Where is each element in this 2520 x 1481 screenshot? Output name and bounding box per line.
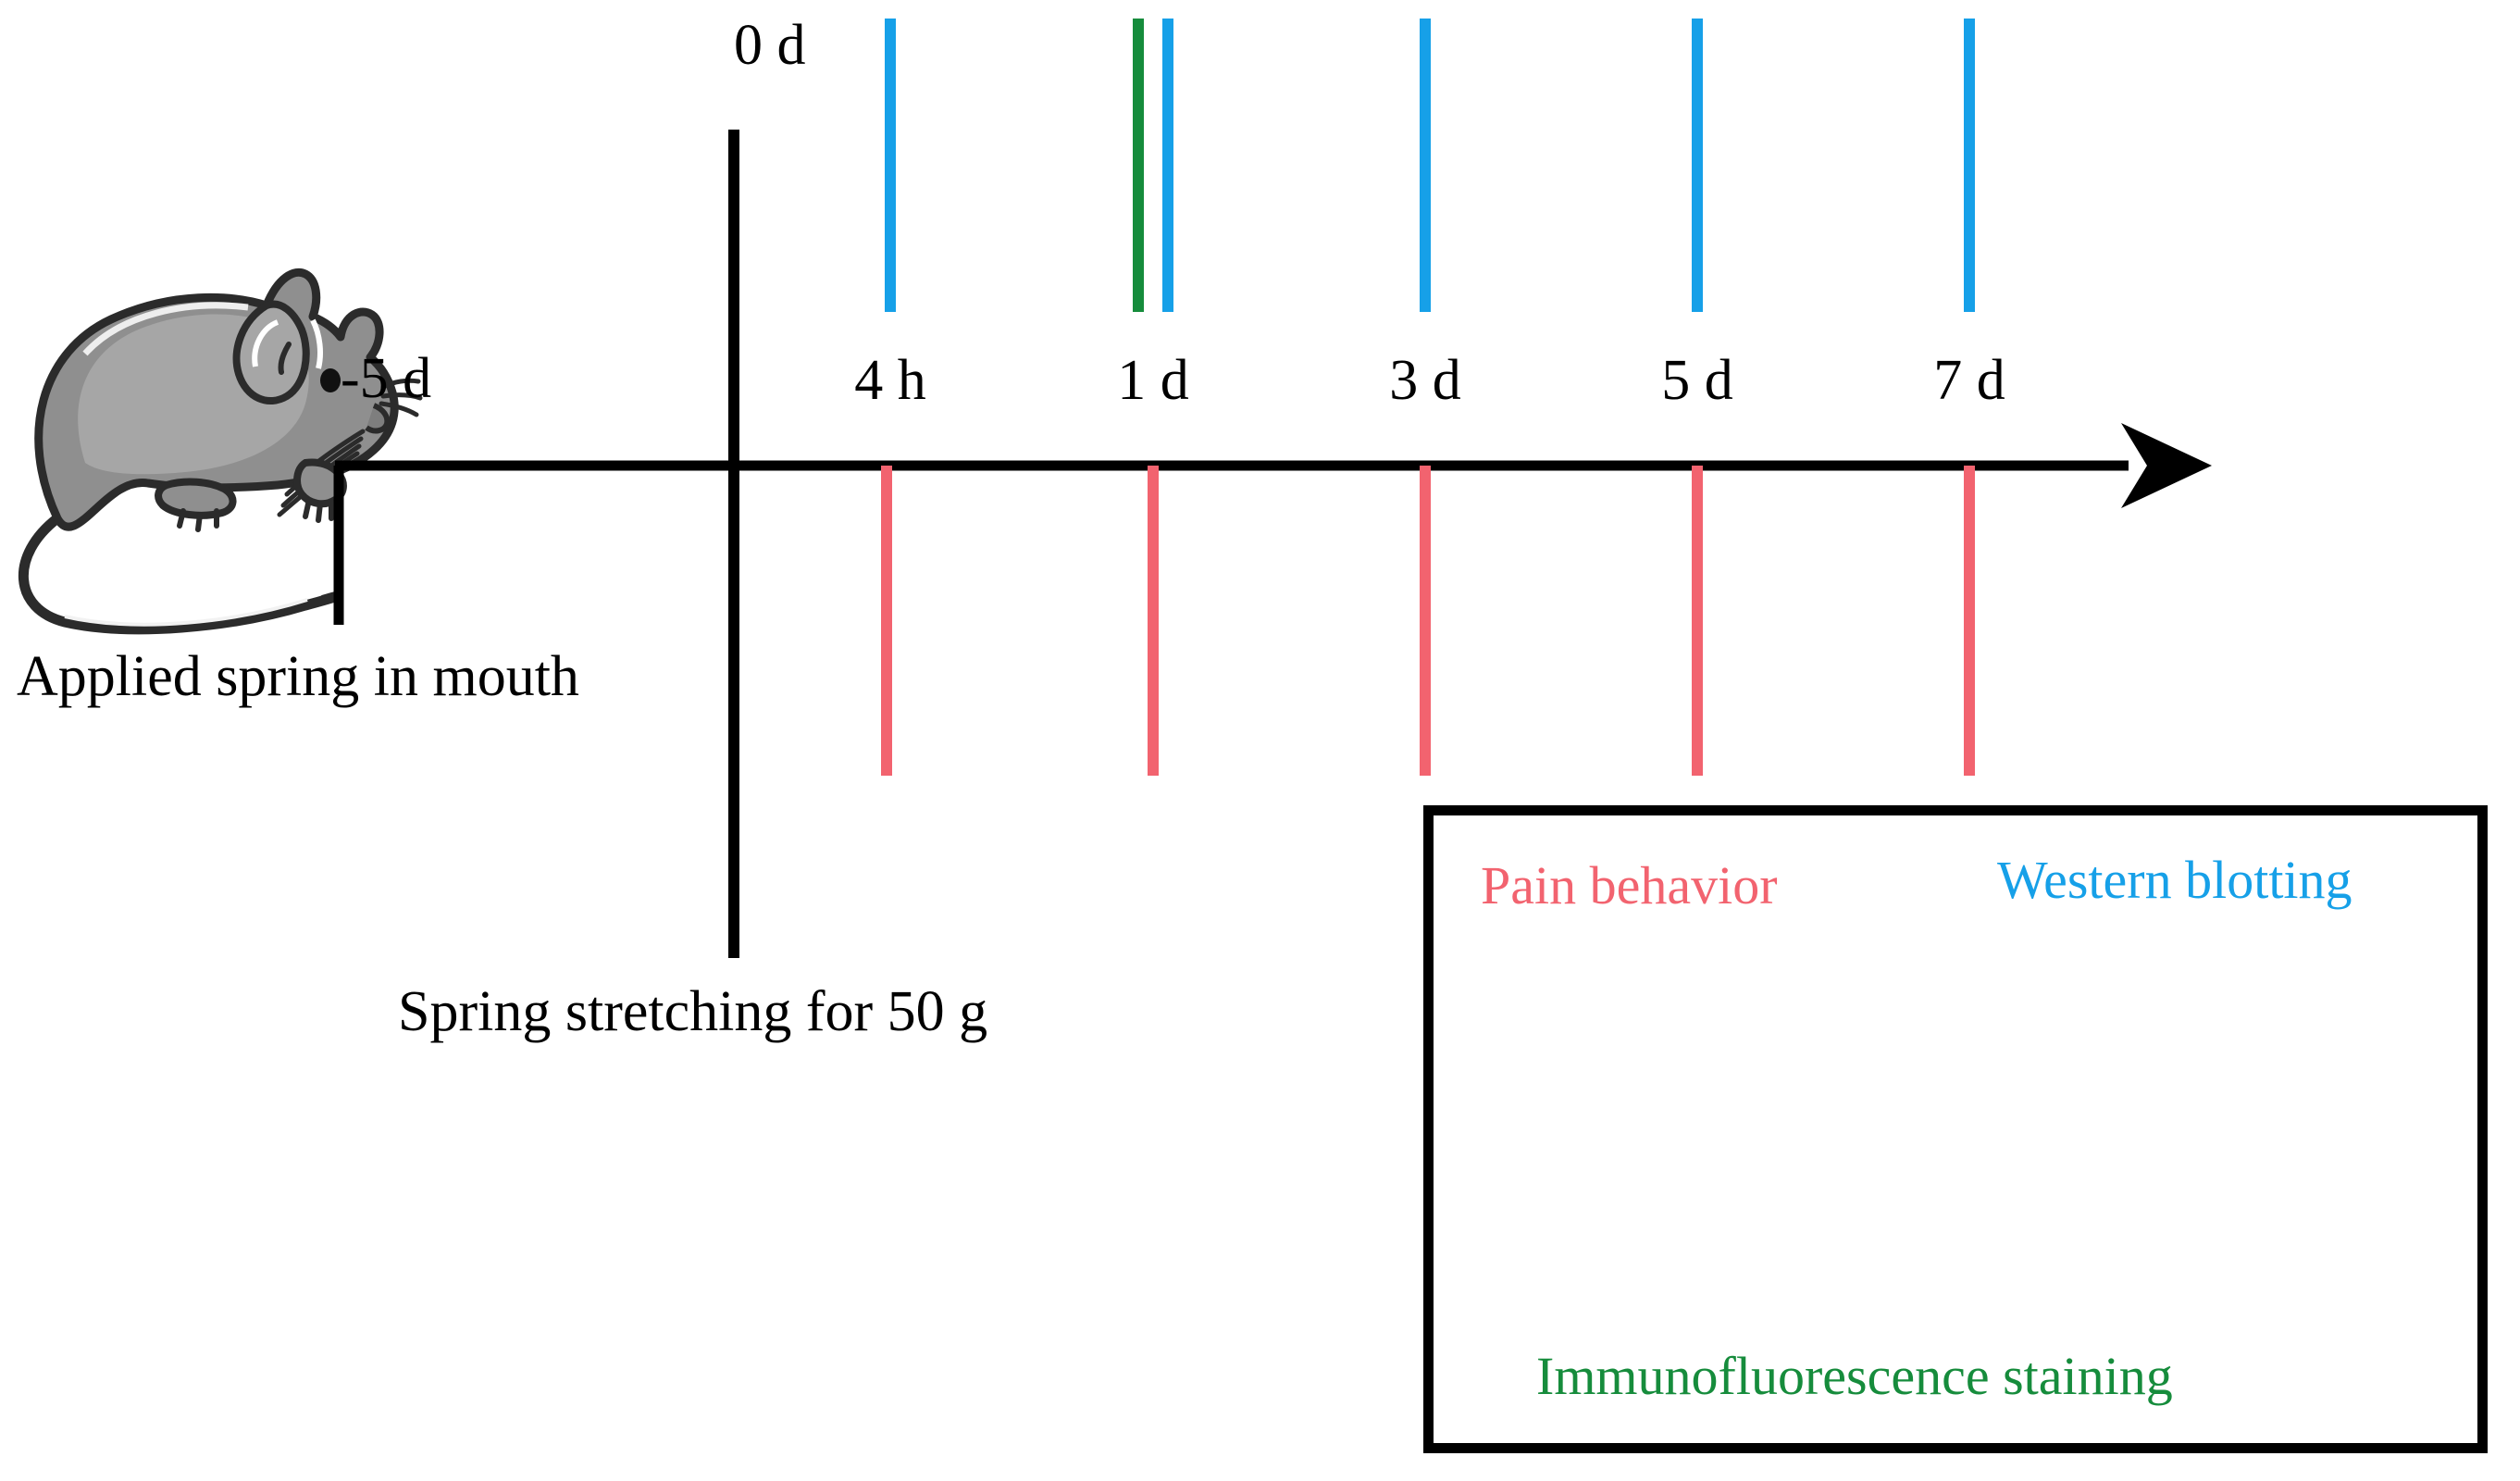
timeline-arrowhead <box>2121 423 2212 508</box>
tick-label-7d: 7 d <box>1933 349 2005 412</box>
mouse-icon <box>19 268 423 635</box>
tick-label-3d: 3 d <box>1389 349 1461 412</box>
axis-start-label: -5 d <box>341 347 432 410</box>
legend-label-immunofluorescence: Immunofluorescence staining <box>1536 1346 2173 1406</box>
lower-ticks-group <box>881 466 1975 776</box>
legend-label-western-blotting: Western blotting <box>1997 850 2352 910</box>
caption-applied-spring: Applied spring in mouth <box>17 645 579 708</box>
upper-ticks-group <box>885 19 1975 312</box>
axis-zero-label: 0 d <box>734 14 806 77</box>
legend-label-pain-behavior: Pain behavior <box>1481 855 1778 915</box>
tick-label-4h: 4 h <box>854 349 926 412</box>
tick-label-1d: 1 d <box>1117 349 1189 412</box>
legend-box <box>1423 805 2488 1453</box>
tick-label-5d: 5 d <box>1661 349 1733 412</box>
caption-spring-stretching: Spring stretching for 50 g <box>398 980 988 1043</box>
